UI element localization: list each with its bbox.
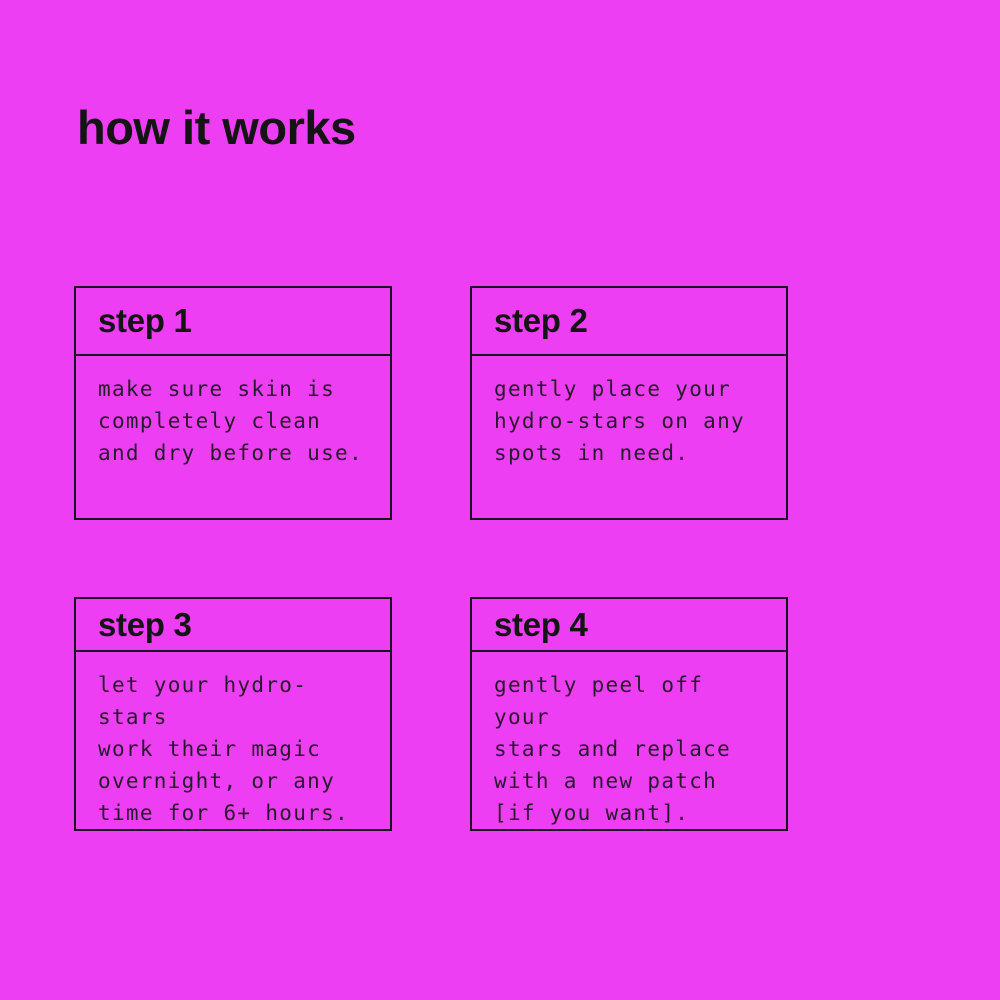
step-4-description: gently peel off your stars and replace w… — [494, 673, 732, 825]
step-4-card: step 4 gently peel off your stars and re… — [470, 597, 788, 831]
step-2-label: step 2 — [472, 288, 786, 356]
step-3-description: let your hydro-stars work their magic ov… — [98, 673, 349, 825]
step-3-card: step 3 let your hydro-stars work their m… — [74, 597, 392, 831]
step-1-label: step 1 — [76, 288, 390, 356]
step-4-label: step 4 — [472, 599, 786, 652]
step-3-label: step 3 — [76, 599, 390, 652]
page-title: how it works — [77, 101, 356, 154]
step-2-card: step 2 gently place your hydro-stars on … — [470, 286, 788, 520]
step-1-card: step 1 make sure skin is completely clea… — [74, 286, 392, 520]
step-2-description: gently place your hydro-stars on any spo… — [494, 377, 745, 465]
step-1-description: make sure skin is completely clean and d… — [98, 377, 363, 465]
steps-grid: step 1 make sure skin is completely clea… — [74, 286, 788, 831]
